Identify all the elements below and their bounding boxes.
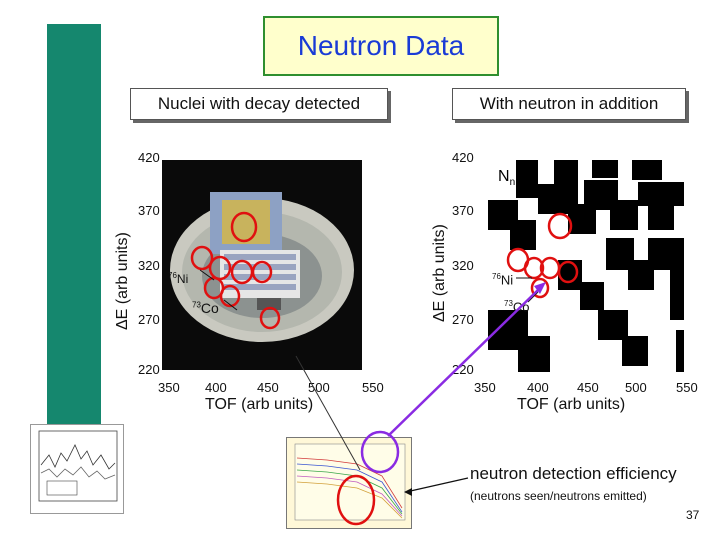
efficiency-label: neutron detection efficiency xyxy=(470,464,677,483)
label-neutron-addition: With neutron in addition xyxy=(452,88,686,120)
left-xtick-350: 350 xyxy=(158,380,180,395)
right-ytick-220: 220 xyxy=(452,362,474,377)
left-ytick-320: 320 xyxy=(138,258,160,273)
left-xtick-500: 500 xyxy=(308,380,330,395)
left-ytick-220: 220 xyxy=(138,362,160,377)
slide-title: Neutron Data xyxy=(263,16,499,76)
left-xtick-400: 400 xyxy=(205,380,227,395)
right-ytick-370: 370 xyxy=(452,203,474,218)
neutron-gated-plot xyxy=(488,160,684,372)
page-number: 37 xyxy=(686,508,700,522)
left-markers xyxy=(190,211,281,330)
right-ytick-270: 270 xyxy=(452,312,474,327)
nn-label: Nn xyxy=(498,168,516,189)
left-nuclide-co: 73Co xyxy=(192,300,219,316)
left-ytick-270: 270 xyxy=(138,312,160,327)
right-markers xyxy=(506,212,579,303)
right-xtick-350: 350 xyxy=(474,380,496,395)
left-xtick-550: 550 xyxy=(362,380,384,395)
left-ytick-370: 370 xyxy=(138,203,160,218)
right-xtick-400: 400 xyxy=(527,380,549,395)
thumbnail-spectrum xyxy=(30,424,124,514)
right-xtick-500: 500 xyxy=(625,380,647,395)
staircase-pattern xyxy=(488,160,684,372)
right-xtick-450: 450 xyxy=(577,380,599,395)
right-ytick-320: 320 xyxy=(452,258,474,273)
efficiency-plot xyxy=(286,437,412,529)
efficiency-sublabel: (neutrons seen/neutrons emitted) xyxy=(470,489,647,503)
right-xtick-550: 550 xyxy=(676,380,698,395)
right-ytick-420: 420 xyxy=(452,150,474,165)
left-ytick-420: 420 xyxy=(138,150,160,165)
right-xlabel: TOF (arb units) xyxy=(517,396,626,413)
left-xtick-450: 450 xyxy=(257,380,279,395)
label-decay-detected: Nuclei with decay detected xyxy=(130,88,388,120)
left-xlabel: TOF (arb units) xyxy=(205,396,314,413)
left-nuclide-ni: 76Ni xyxy=(168,271,189,286)
right-nuclide-ni: 76Ni xyxy=(492,272,514,288)
